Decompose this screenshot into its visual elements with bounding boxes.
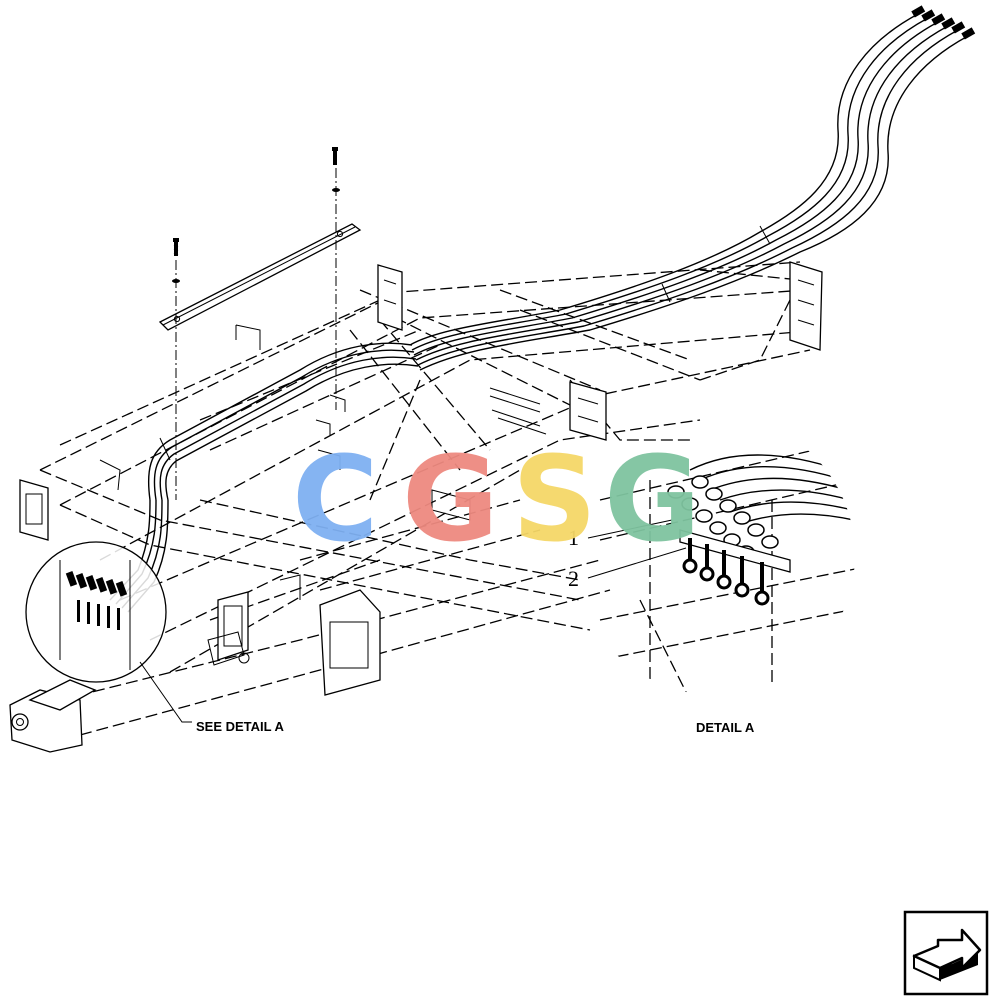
callout-2-leader bbox=[587, 547, 687, 579]
frame-assembly bbox=[39, 261, 821, 736]
frame-brackets bbox=[9, 261, 823, 753]
bolt bbox=[173, 238, 179, 256]
callout-2: 2 bbox=[568, 566, 579, 591]
detail-marker-circle bbox=[25, 541, 192, 723]
see-detail-label: SEE DETAIL A bbox=[196, 719, 284, 734]
watermark-letter: C bbox=[292, 430, 379, 568]
hose-clamp-strap bbox=[158, 147, 362, 500]
hose-end-fittings bbox=[911, 5, 976, 40]
hydraulic-hose-bundle bbox=[109, 5, 976, 613]
callout-1: 1 bbox=[568, 525, 579, 550]
watermark-letter: S bbox=[512, 430, 597, 568]
callout-1-leader bbox=[587, 519, 673, 539]
detail-a-label: DETAIL A bbox=[696, 720, 755, 735]
bolt bbox=[332, 147, 338, 165]
watermark-letter: G bbox=[604, 430, 701, 568]
watermark-logo: C G S G bbox=[292, 430, 701, 568]
watermark-letter: G bbox=[402, 430, 499, 568]
next-page-button[interactable] bbox=[903, 910, 989, 996]
arrow-right-icon bbox=[912, 928, 982, 982]
